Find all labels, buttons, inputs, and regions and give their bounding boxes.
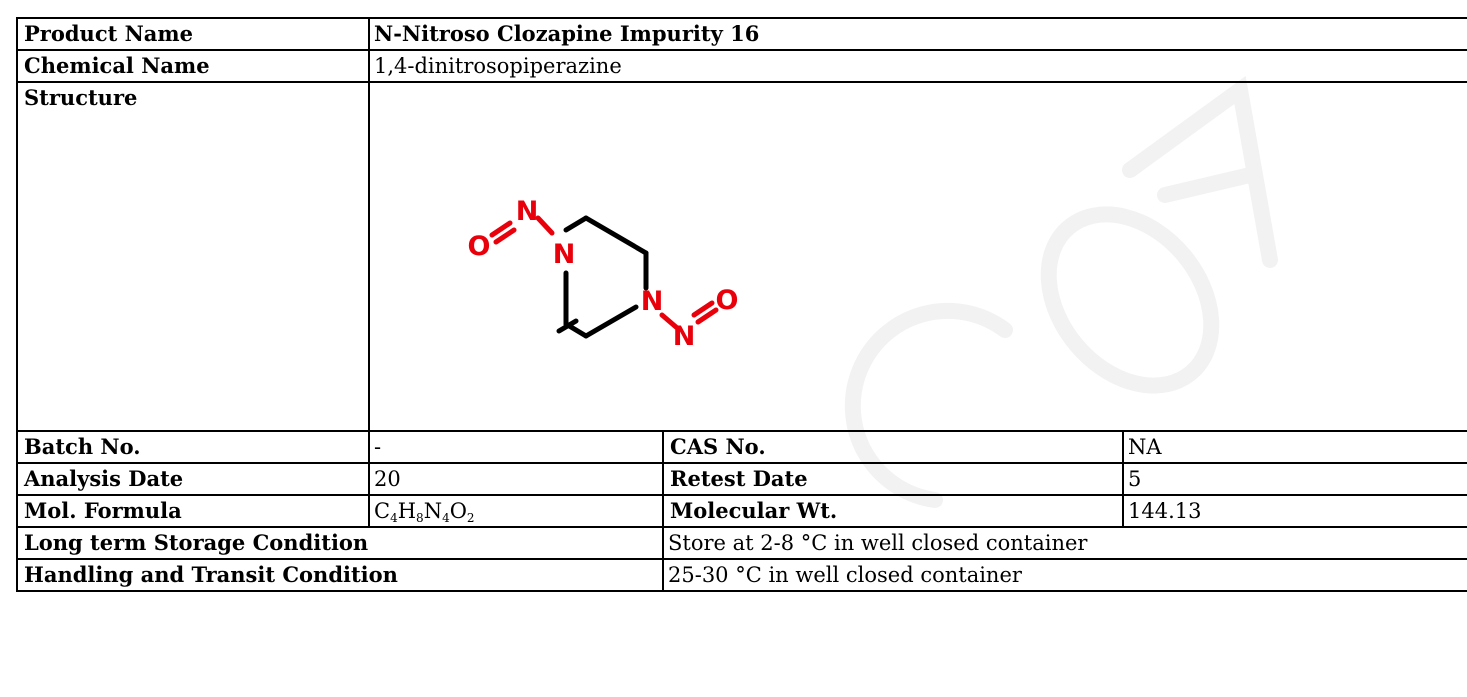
formula-c: C (374, 499, 391, 523)
bonds (556, 215, 649, 339)
batch-value: - (368, 430, 664, 464)
retest-date-value: 5 (1121, 462, 1467, 496)
chemical-name-value: 1,4-dinitrosopiperazine (367, 49, 1467, 83)
product-name-value: N-Nitroso Clozapine Impurity 16 (367, 17, 1467, 51)
formula-row: Mol. Formula C4H8N4O2 Molecular Wt. 144.… (16, 494, 1467, 528)
molecular-weight-value: 144.13 (1121, 494, 1467, 528)
handling-condition-value: 25-30 °C in well closed container (661, 558, 1467, 592)
chemical-name-label: Chemical Name (16, 49, 370, 83)
chemical-name-row: Chemical Name 1,4-dinitrosopiperazine (16, 49, 1467, 83)
structure-row: Structure (16, 81, 1467, 432)
molecule-structure: N O N N N O (468, 196, 739, 352)
cas-value: NA (1121, 430, 1467, 464)
analysis-row: Analysis Date 20 Retest Date 5 (16, 462, 1467, 496)
product-name-row: Product Name N-Nitroso Clozapine Impurit… (16, 17, 1467, 51)
formula-o-count: 2 (466, 511, 475, 525)
lower-nitroso-n: N (673, 321, 696, 352)
mol-formula-label: Mol. Formula (16, 494, 370, 528)
ring-bond-5 (563, 321, 589, 339)
formula-n-count: 4 (442, 511, 450, 525)
analysis-date-label: Analysis Date (16, 462, 370, 496)
product-spec-table: Product Name N-Nitroso Clozapine Impurit… (16, 17, 1467, 592)
storage-condition-value: Store at 2-8 °C in well closed container (661, 526, 1467, 560)
lower-n-o-bond-b (691, 300, 715, 318)
structure-diagram: N O N N N O (374, 84, 1467, 428)
ring-bond-2 (583, 215, 649, 256)
formula-o: O (449, 499, 467, 523)
cas-label: CAS No. (662, 430, 1124, 464)
structure-cell: N O N N N O (367, 81, 1467, 432)
atom-labels: N O N N N O (468, 196, 739, 352)
lower-nitroso-o: O (716, 285, 739, 316)
ring-bond-2a (563, 215, 589, 233)
lower-n-n-bond (659, 312, 679, 330)
upper-nitroso-o: O (468, 231, 491, 262)
ring-n-upper: N (553, 239, 576, 270)
handling-row: Handling and Transit Condition 25-30 °C … (16, 558, 1467, 592)
ring-bond-4 (583, 304, 639, 339)
structure-label: Structure (16, 81, 370, 432)
formula-n: N (423, 499, 443, 523)
formula-c-count: 4 (390, 511, 398, 525)
batch-row: Batch No. - CAS No. NA (16, 430, 1467, 464)
storage-condition-label: Long term Storage Condition (16, 526, 664, 560)
handling-condition-label: Handling and Transit Condition (16, 558, 664, 592)
formula-h: H (397, 499, 417, 523)
mol-formula-value: C4H8N4O2 (368, 494, 664, 528)
storage-row: Long term Storage Condition Store at 2-8… (16, 526, 1467, 560)
formula-h-count: 8 (416, 511, 424, 525)
analysis-date-value: 20 (368, 462, 664, 496)
retest-date-label: Retest Date (662, 462, 1124, 496)
upper-n-o-bond-b (493, 227, 517, 245)
ring-n-lower: N (641, 286, 664, 317)
molecular-weight-label: Molecular Wt. (662, 494, 1124, 528)
upper-nitroso-n: N (516, 196, 539, 227)
batch-label: Batch No. (16, 430, 370, 464)
nitroso-bonds (489, 215, 719, 330)
upper-n-n-bond (535, 215, 555, 236)
product-name-label: Product Name (16, 17, 370, 51)
upper-n-o-bond-a (489, 220, 513, 238)
lower-n-o-bond-a (695, 307, 719, 325)
